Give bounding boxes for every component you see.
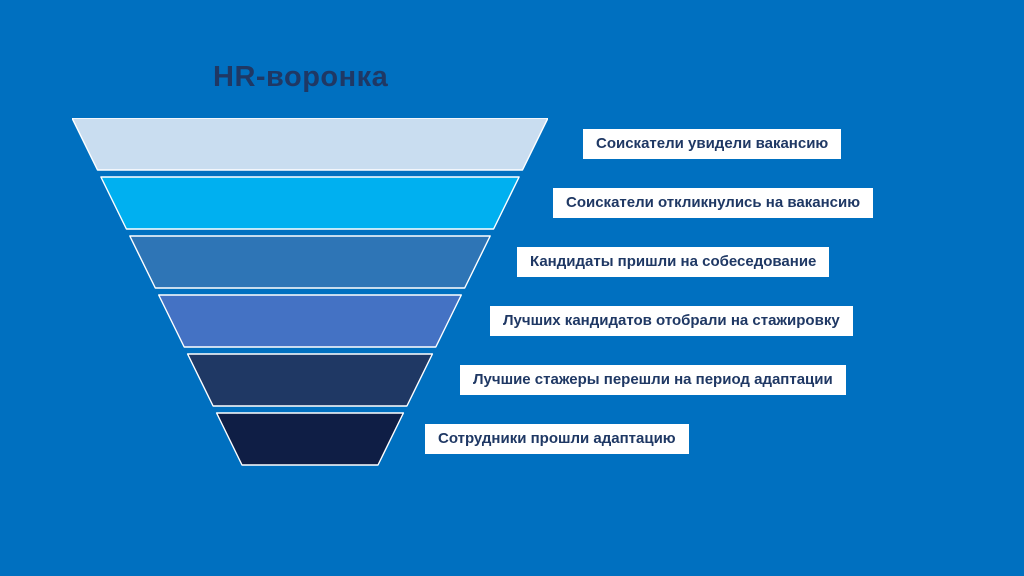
funnel-stage-shape-5	[186, 353, 434, 407]
stage-label-2: Соискатели откликнулись на вакансию	[553, 188, 874, 218]
stage-label-5: Лучшие стажеры перешли на период адаптац…	[460, 365, 846, 395]
stage-label-3: Кандидаты пришли на собеседование	[517, 247, 830, 277]
funnel-stage-shape-6	[215, 412, 405, 466]
funnel-stage-shape-1	[72, 118, 548, 171]
funnel-stage-shape-2	[100, 176, 520, 230]
stage-label-4: Лучших кандидатов отобрали на стажировку	[490, 306, 853, 336]
stage-label-6: Сотрудники прошли адаптацию	[425, 424, 689, 454]
slide-title: HR-воронка	[213, 61, 389, 94]
funnel-stage-shape-3	[129, 235, 491, 289]
funnel-stage-shape-4	[157, 294, 462, 348]
funnel-diagram	[72, 118, 548, 466]
stage-label-1: Соискатели увидели вакансию	[583, 129, 842, 159]
